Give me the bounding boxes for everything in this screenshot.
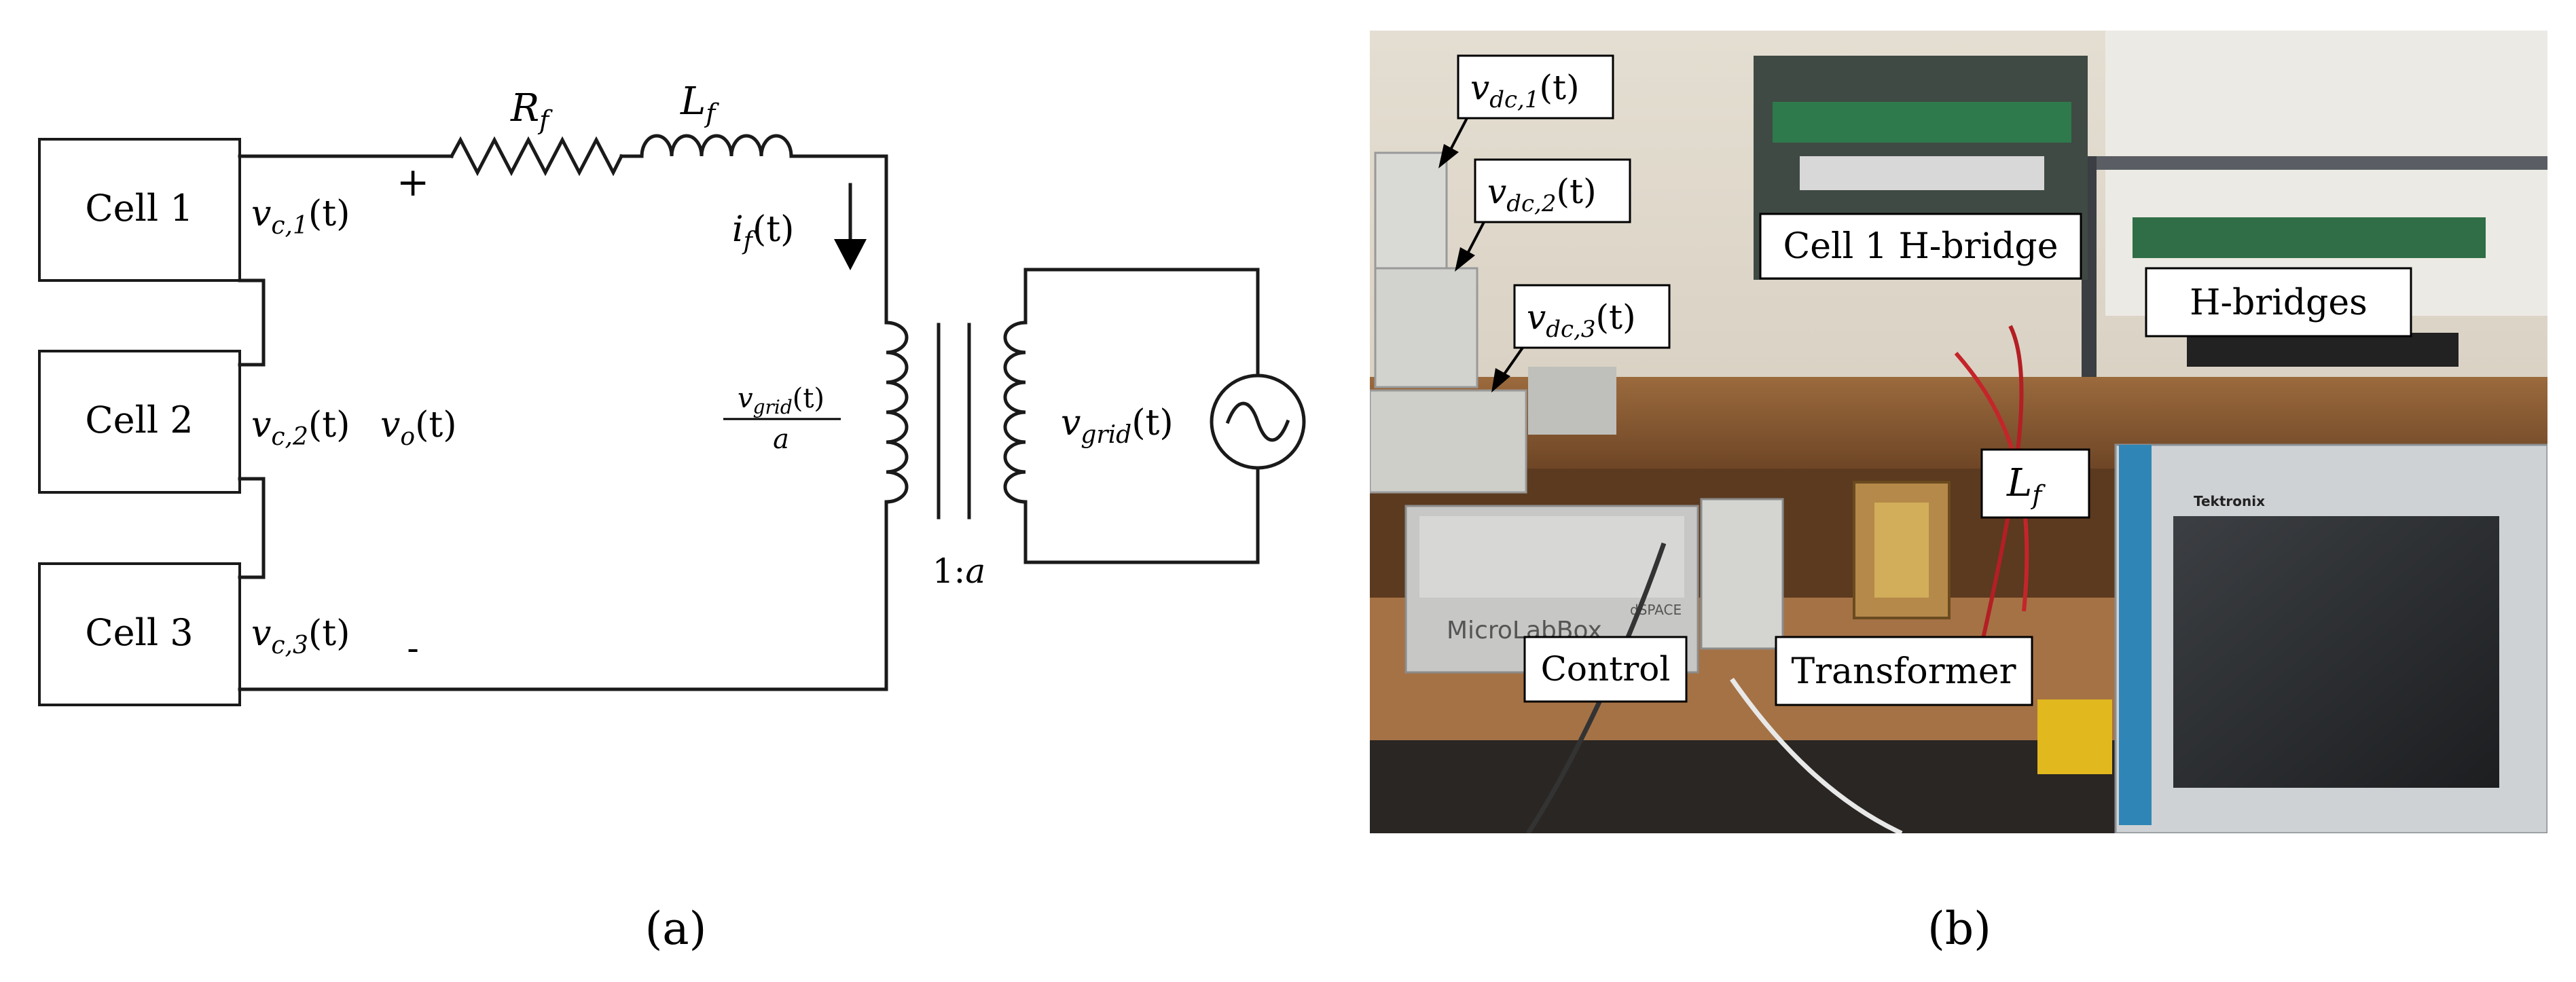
- caption-b: (b): [1927, 903, 1991, 955]
- secondary-wire-bottom: [1023, 466, 1260, 564]
- hbridge-inset-module: [1800, 156, 2044, 190]
- hbridge-inset-board: [1773, 102, 2071, 143]
- secondary-wire-top: [1023, 268, 1260, 378]
- vdc1-arrow: [1449, 117, 1468, 151]
- turns-ratio-label: 1:a: [932, 551, 985, 591]
- bottom-wire: [238, 500, 888, 691]
- vdc2-arrow-icon: [1455, 247, 1475, 272]
- cell1-hbridge-callout: [1759, 213, 2082, 280]
- vdc1-label: vdc,1(t): [1470, 68, 1580, 113]
- control-label: Control: [1541, 649, 1671, 689]
- sine-wave-icon: [1225, 401, 1290, 442]
- control-callout: [1523, 636, 1688, 703]
- power-supply-2: [1374, 267, 1479, 388]
- vdc3-arrow: [1501, 346, 1524, 378]
- cell-2-3-link: [238, 477, 266, 579]
- minus-sign: -: [407, 628, 419, 669]
- cell-2-box: [38, 350, 241, 494]
- current-label: if(t): [732, 209, 794, 255]
- vo-label: vo(t): [380, 405, 457, 451]
- top-wire-right: [789, 154, 888, 325]
- vc2-label: vc,2(t): [251, 405, 350, 451]
- oscilloscope-side: [2119, 445, 2152, 825]
- cell-1-2-link: [238, 278, 266, 367]
- power-supply-4: [1528, 367, 1616, 435]
- vdc2-arrow: [1466, 221, 1485, 255]
- yellow-probe: [2037, 699, 2112, 774]
- white-cable-1: [1730, 677, 1903, 833]
- vdc1-arrow-icon: [1438, 144, 1459, 168]
- rack-boards: [2133, 217, 2486, 258]
- vdc2-callout: [1474, 158, 1631, 223]
- photo-callouts: vdc,1(t) vdc,2(t) vdc,3(t) Cell 1 H-brid…: [1438, 54, 2412, 706]
- cell-3-box: [38, 562, 241, 706]
- secondary-winding: [1003, 321, 1028, 504]
- cell-3-label: Cell 3: [85, 611, 193, 654]
- scope-brand-text: Tektronix: [2194, 493, 2265, 509]
- plus-sign: +: [397, 159, 430, 205]
- vdc3-arrow-icon: [1491, 368, 1510, 393]
- hbridges-label: H-bridges: [2190, 283, 2368, 323]
- hbridges-callout: [2145, 267, 2412, 338]
- power-supply-1: [1374, 151, 1448, 270]
- cell-1-label: Cell 1: [85, 187, 193, 230]
- lab-photo: MicroLabBox dSPACE Tektronix: [1370, 31, 2547, 833]
- vc1-label: vc,1(t): [251, 194, 350, 240]
- cell-1-box: [38, 138, 241, 282]
- svg-text:a: a: [773, 424, 789, 455]
- cell1-hbridge-label: Cell 1 H-bridge: [1783, 226, 2058, 267]
- control-small-box: [1700, 498, 1784, 650]
- primary-winding: [884, 321, 909, 504]
- lf-callout: [1980, 448, 2090, 519]
- resistor-label: Rf: [510, 86, 553, 135]
- black-cable-1: [1526, 542, 1667, 833]
- circuit-diagram: Cell 1 Cell 2 Cell 3 vc,1(t) vc,2(t) vo(…: [38, 79, 1306, 706]
- power-supply-3: [1370, 389, 1527, 494]
- svg-text:vgrid(t): vgrid(t): [738, 383, 824, 418]
- oscilloscope-screen: [2173, 516, 2499, 788]
- cell-2-label: Cell 2: [85, 399, 193, 441]
- microlabbox-panel: [1419, 516, 1684, 598]
- rack-shelf-top: [2078, 156, 2547, 170]
- rack-black-unit: [2187, 333, 2459, 367]
- vdc3-label: vdc,3(t): [1527, 297, 1636, 343]
- transformer-callout: [1775, 636, 2033, 706]
- primary-voltage-label: vgrid(t) a: [723, 383, 841, 455]
- inductor-label: Lf: [680, 79, 719, 128]
- transformer-winding: [1874, 503, 1929, 598]
- grid-voltage-label: vgrid(t): [1061, 403, 1174, 449]
- vdc3-callout: [1513, 284, 1671, 349]
- filter-inductor: [640, 134, 793, 158]
- current-arrow-icon: [834, 239, 867, 270]
- transformer-label: Transformer: [1791, 651, 2016, 692]
- caption-a: (a): [645, 903, 707, 955]
- vdc1-callout: [1457, 54, 1614, 120]
- vdc2-label: vdc,2(t): [1487, 172, 1597, 217]
- resistor: [449, 136, 624, 177]
- vc3-label: vc,3(t): [251, 613, 350, 659]
